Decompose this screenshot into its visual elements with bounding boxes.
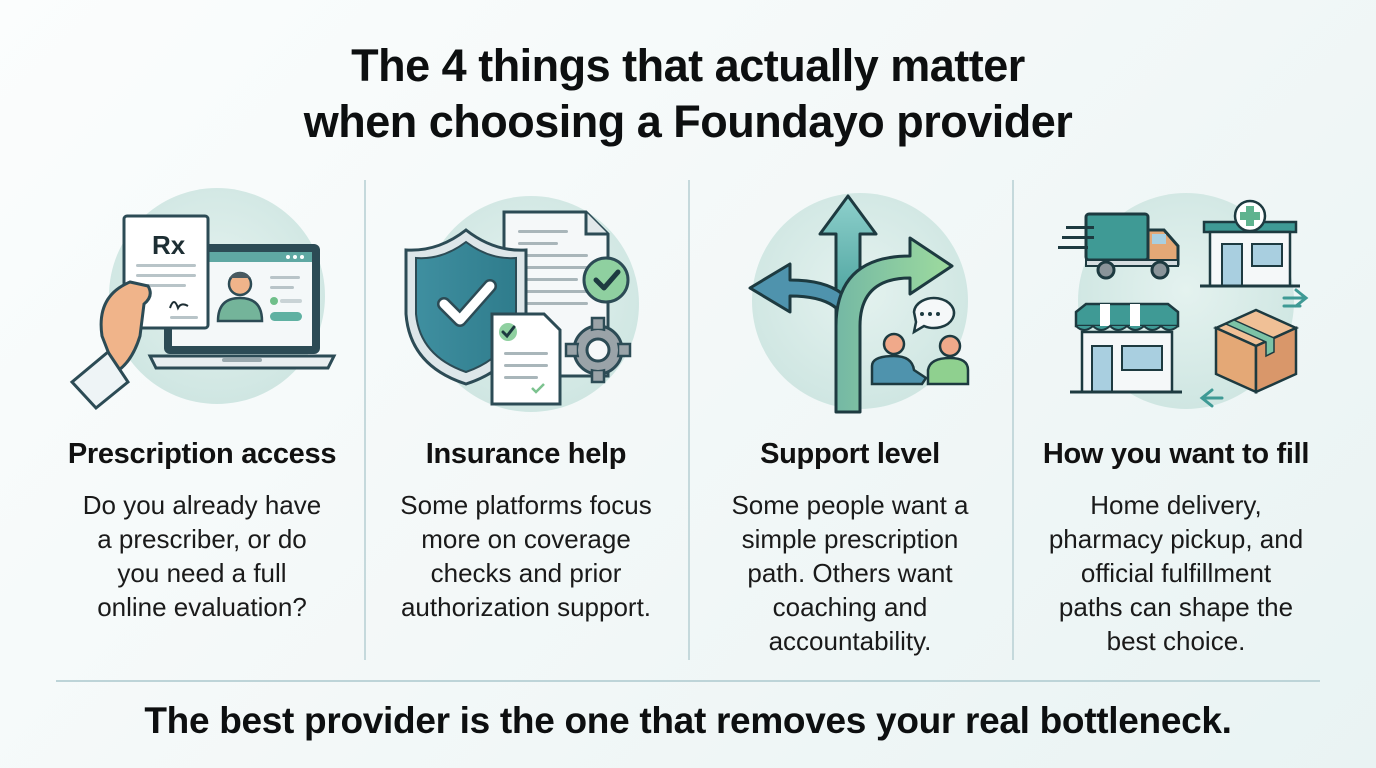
body-line: a prescriber, or do (97, 524, 307, 554)
column-divider (364, 180, 366, 660)
column-divider (688, 180, 690, 660)
prescription-telehealth-icon: Rx (52, 186, 352, 416)
body-line: Home delivery, (1090, 490, 1262, 520)
fulfillment-delivery-pharmacy-icon (1026, 186, 1326, 416)
column-title: Insurance help (425, 438, 627, 470)
body-line: accountability. (768, 626, 932, 656)
footer-tagline: The best provider is the one that remove… (144, 700, 1232, 741)
body-line: Do you already have (82, 490, 322, 520)
svg-text:Rx: Rx (152, 230, 186, 260)
support-path-arrows-icon (700, 186, 1000, 416)
body-line: pharmacy pickup, and (1048, 524, 1304, 554)
body-line: simple prescription (741, 524, 959, 554)
column-body: Some people want a simple prescription p… (688, 488, 1012, 658)
body-line: online evaluation? (97, 592, 307, 622)
column-divider (1012, 180, 1014, 660)
body-line: official fulfillment (1080, 558, 1272, 588)
body-line: authorization support. (400, 592, 652, 622)
title-line-1: The 4 things that actually matter (351, 40, 1025, 91)
column-title: Support level (760, 438, 940, 470)
body-line: more on coverage (421, 524, 631, 554)
column-title: Prescription access (67, 438, 337, 470)
body-line: Some people want a (731, 490, 969, 520)
body-line: you need a full (117, 558, 287, 588)
page-title: The 4 things that actually matter when c… (0, 38, 1376, 150)
column-body: Some platforms focus more on coverage ch… (364, 488, 688, 624)
column-body: Home delivery, pharmacy pickup, and offi… (1014, 488, 1338, 658)
insurance-shield-icon (376, 186, 676, 416)
title-line-2: when choosing a Foundayo provider (303, 96, 1073, 147)
column-title: How you want to fill (1042, 438, 1310, 470)
footer-divider (56, 680, 1320, 682)
body-line: path. Others want (747, 558, 953, 588)
body-line: coaching and (772, 592, 928, 622)
column-body: Do you already have a prescriber, or do … (40, 488, 364, 624)
body-line: best choice. (1106, 626, 1246, 656)
body-line: checks and prior (430, 558, 622, 588)
body-line: Some platforms focus (400, 490, 652, 520)
body-line: paths can shape the (1058, 592, 1294, 622)
